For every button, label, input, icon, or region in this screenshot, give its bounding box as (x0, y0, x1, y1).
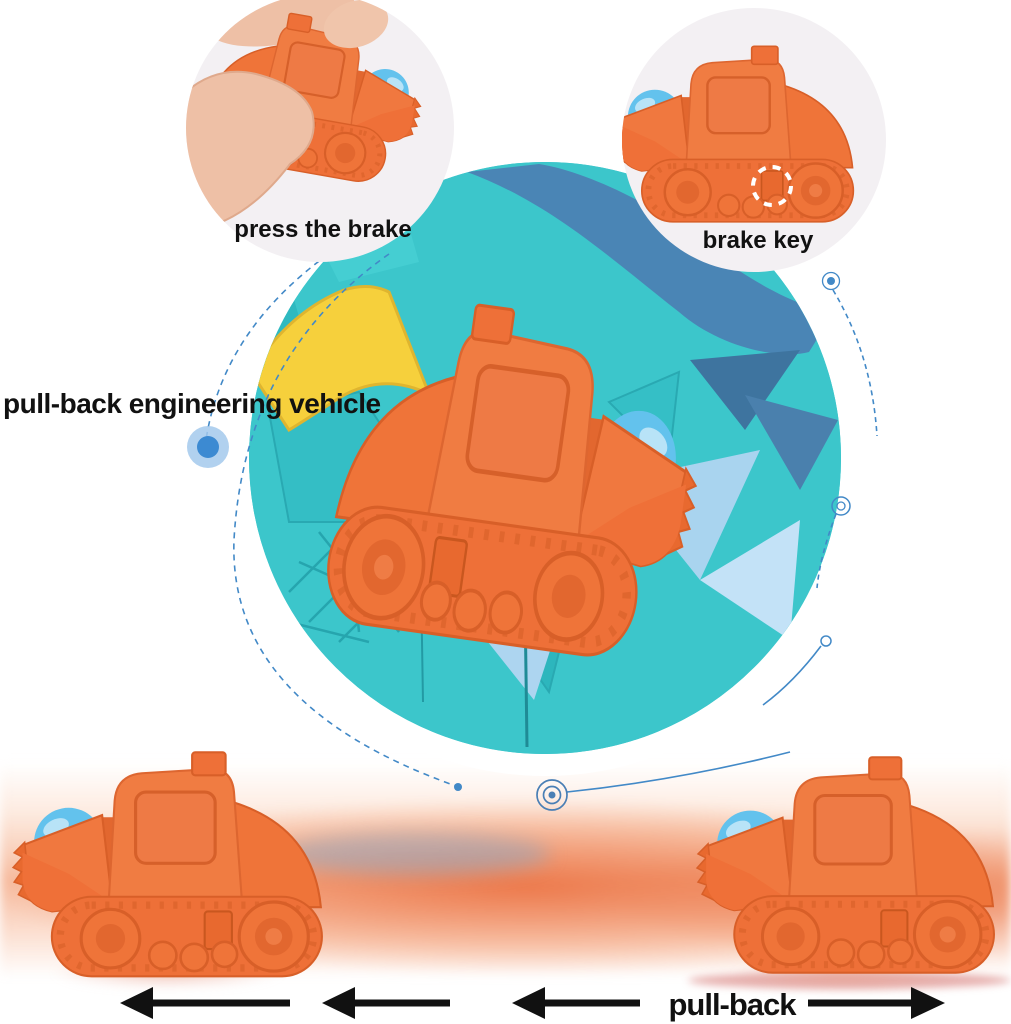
direction-arrows (120, 987, 945, 1019)
brake-key-photo (622, 8, 886, 272)
motion-blur-blue-streak (280, 833, 550, 875)
press-brake-photo (186, 0, 454, 231)
double-ring-icon (831, 496, 851, 516)
bulldozer-right (694, 753, 996, 985)
product-title-label: pull-back engineering vehicle (3, 388, 381, 419)
right-arrow-icon (808, 987, 945, 1019)
thumb (186, 70, 315, 231)
inset-bulldozer-brake (622, 46, 853, 221)
right-arc-2 (816, 513, 837, 589)
bulldozer-left (10, 748, 324, 989)
right-arc-3 (762, 645, 822, 706)
ring-dot-icon (827, 277, 835, 285)
left-arrow-icon (512, 987, 640, 1019)
target-tail-line (566, 751, 791, 793)
fingertip (323, 0, 389, 49)
brake-key-label: brake key (702, 227, 814, 254)
small-dot-icon (454, 783, 462, 791)
pointer-dot-icon (197, 436, 219, 458)
puzzle-board-photo (249, 162, 841, 754)
target-icon (536, 779, 568, 811)
open-circle-icon (820, 635, 832, 647)
left-dashed-arc-2 (233, 253, 457, 787)
inset-brake-key (622, 8, 886, 272)
left-arrow-icon (120, 987, 290, 1019)
inset-press-brake (186, 0, 454, 262)
left-arrow-icon (322, 987, 450, 1019)
left-dashed-arc-1 (205, 241, 347, 441)
brake-key-dashed-circle-icon (751, 165, 793, 207)
pull-back-label: pull-back (668, 987, 796, 1022)
right-arc-1 (832, 289, 878, 437)
press-brake-label: press the brake (234, 216, 412, 243)
